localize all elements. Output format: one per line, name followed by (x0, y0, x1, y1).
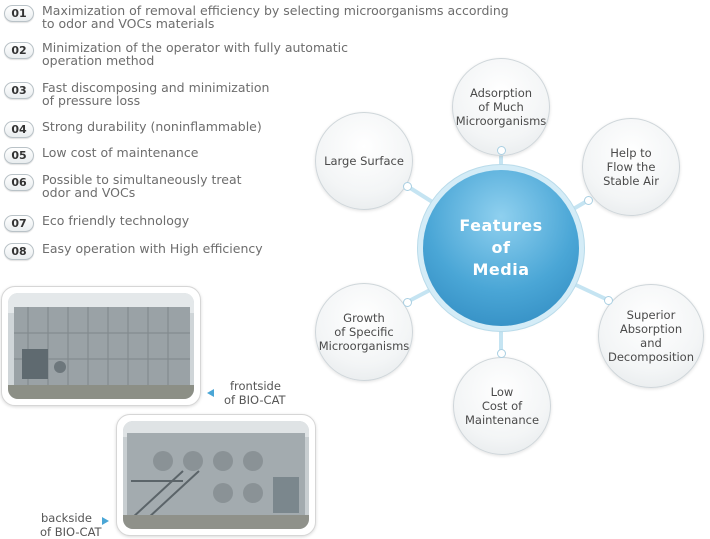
feature-text-line1: Minimization of the operator with fully … (42, 40, 349, 55)
bio-cat-front-image (8, 293, 194, 399)
number-badge: 06 (4, 174, 34, 191)
number-badge: 01 (4, 5, 34, 22)
connector-dot (604, 296, 613, 305)
back-photo (116, 414, 316, 536)
feature-text-line1: Easy operation with High efficiency (42, 241, 263, 256)
front-photo (1, 286, 201, 406)
node-large-surface: Large Surface (315, 112, 413, 210)
front-caption: frontside of BIO-CAT (224, 379, 286, 407)
connector-dot (584, 196, 593, 205)
feature-item-03: 03 Fast discomposing and minimization of… (4, 81, 269, 107)
feature-text-line1: Strong durability (noninflammable) (42, 119, 262, 134)
feature-text-line1: Possible to simultaneously treat (42, 172, 242, 187)
caret-right-icon (102, 517, 109, 525)
features-of-media-hub: Features of Media (423, 170, 579, 326)
feature-text-line1: Fast discomposing and minimization (42, 80, 270, 95)
feature-item-08: 08 Easy operation with High efficiency (4, 242, 263, 260)
feature-item-01: 01 Maximization of removal efficiency by… (4, 4, 509, 30)
feature-item-06: 06 Possible to simultaneously treat odor… (4, 173, 242, 199)
feature-text-line1: Eco friendly technology (42, 213, 190, 228)
feature-text-line2: to odor and VOCs materials (42, 16, 215, 31)
node-growth: Growth of Specific Microorganisms (315, 283, 413, 381)
bio-cat-back-image (123, 421, 309, 529)
back-caption: backside of BIO-CAT (40, 511, 102, 539)
feature-text-line2: operation method (42, 53, 155, 68)
caret-left-icon (207, 389, 214, 397)
node-absorption: Superior Absorption and Decomposition (598, 284, 704, 388)
connector-dot (403, 298, 412, 307)
number-badge: 07 (4, 215, 34, 232)
node-maintenance: Low Cost of Maintenance (453, 357, 551, 455)
number-badge: 05 (4, 147, 34, 164)
number-badge: 02 (4, 42, 34, 59)
number-badge: 03 (4, 82, 34, 99)
node-stable-air: Help to Flow the Stable Air (582, 118, 680, 216)
feature-text-line1: Maximization of removal efficiency by se… (42, 3, 509, 18)
number-badge: 08 (4, 243, 34, 260)
feature-item-05: 05 Low cost of maintenance (4, 146, 198, 164)
feature-item-07: 07 Eco friendly technology (4, 214, 189, 232)
feature-text-line1: Low cost of maintenance (42, 145, 199, 160)
connector-dot (497, 146, 506, 155)
number-badge: 04 (4, 121, 34, 138)
connector-dot (497, 349, 506, 358)
node-adsorption: Adsorption of Much Microorganisms (452, 58, 550, 156)
feature-item-02: 02 Minimization of the operator with ful… (4, 41, 348, 67)
feature-text-line2: odor and VOCs (42, 185, 136, 200)
connector-dot (403, 182, 412, 191)
feature-item-04: 04 Strong durability (noninflammable) (4, 120, 262, 138)
feature-text-line2: of pressure loss (42, 93, 141, 108)
